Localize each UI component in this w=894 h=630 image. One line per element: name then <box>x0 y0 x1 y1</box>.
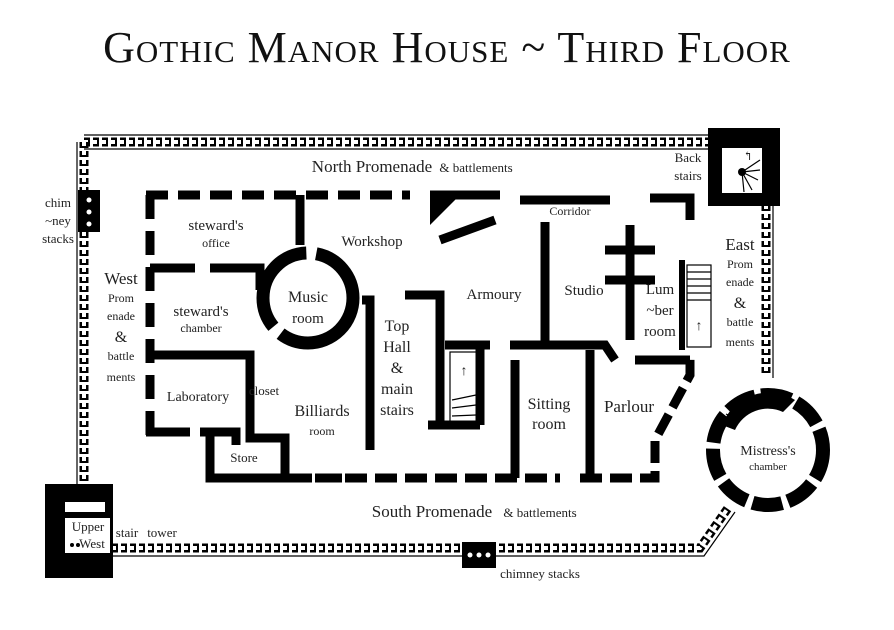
label-north-promenade: North Promenade <box>312 157 432 176</box>
label-east-promenade: enade <box>726 275 754 289</box>
label-upper-west-stair-tower: stair <box>116 525 139 540</box>
label-upper-west-stair-tower: tower <box>147 525 177 540</box>
label-top-hall: & <box>391 360 404 377</box>
label-mistress-chamber: chamber <box>749 461 787 473</box>
label-music-room: room <box>292 311 324 327</box>
round-tower <box>706 388 830 512</box>
label-chimney-west: ~ney <box>45 213 71 228</box>
room-labels: North Promenade & battlements South Prom… <box>42 150 796 581</box>
label-laboratory: Laboratory <box>167 390 229 405</box>
label-back-stairs: Back <box>675 150 702 165</box>
label-closet: closet <box>249 383 280 398</box>
label-west-promenade: enade <box>107 309 135 323</box>
label-studio: Studio <box>564 283 603 299</box>
label-store: Store <box>230 450 258 465</box>
label-stewards-office: office <box>202 236 230 250</box>
label-top-hall: Top <box>385 318 410 335</box>
map-title: Gothic Manor House ~ Third Floor <box>103 23 791 72</box>
label-corridor: Corridor <box>549 204 590 218</box>
up-arrow-icon: ↰ <box>743 149 753 163</box>
stair-arrow-icon: ↑ <box>461 364 468 379</box>
label-lumber-room: Lum <box>646 282 675 298</box>
label-west-promenade: ments <box>107 370 136 384</box>
label-east-promenade: ments <box>726 335 755 349</box>
upper-west-stair-tower <box>45 484 113 578</box>
label-east-promenade: East <box>725 235 755 254</box>
back-stairs-tower: ↰ <box>708 128 780 206</box>
label-mistress-chamber: Mistress's <box>740 444 795 459</box>
label-north-battlements: & battlements <box>439 160 512 175</box>
label-lumber-room: ~ber <box>646 303 673 319</box>
label-sitting-room: Sitting <box>528 396 571 413</box>
chimney-stacks <box>78 190 496 568</box>
label-chimney-west: stacks <box>42 231 74 246</box>
label-west-promenade: West <box>104 269 138 288</box>
label-south-promenade: South Promenade <box>372 502 492 521</box>
label-west-promenade: & <box>115 329 128 346</box>
label-music-room: Music <box>288 289 328 306</box>
label-sitting-room: room <box>532 416 566 433</box>
label-workshop: Workshop <box>341 234 402 250</box>
label-stewards-chamber: chamber <box>180 321 221 335</box>
label-chimney-south: chimney stacks <box>500 566 580 581</box>
label-stewards-office: steward's <box>188 218 243 234</box>
label-billiards-room: Billiards <box>294 403 349 420</box>
label-east-promenade: battle <box>727 315 754 329</box>
label-parlour: Parlour <box>604 397 654 416</box>
label-east-promenade: Prom <box>727 257 754 271</box>
interior-walls: ↑ ↑ <box>145 190 712 483</box>
label-west-promenade: Prom <box>108 291 135 305</box>
stair-arrow-icon: ↑ <box>696 319 703 334</box>
label-billiards-room: room <box>309 424 335 438</box>
label-top-hall: Hall <box>383 339 411 356</box>
label-upper-west-stair-tower: Upper <box>72 519 105 534</box>
label-stewards-chamber: steward's <box>173 304 228 320</box>
label-upper-west-stair-tower: West <box>79 536 105 551</box>
label-lumber-room: room <box>644 324 676 340</box>
label-chimney-west: chim <box>45 195 71 210</box>
label-top-hall: stairs <box>380 402 414 419</box>
label-south-battlements: & battlements <box>503 505 576 520</box>
label-top-hall: main <box>381 381 413 398</box>
label-back-stairs: stairs <box>674 168 701 183</box>
label-west-promenade: battle <box>108 349 135 363</box>
label-east-promenade: & <box>734 295 747 312</box>
label-armoury: Armoury <box>467 287 522 303</box>
